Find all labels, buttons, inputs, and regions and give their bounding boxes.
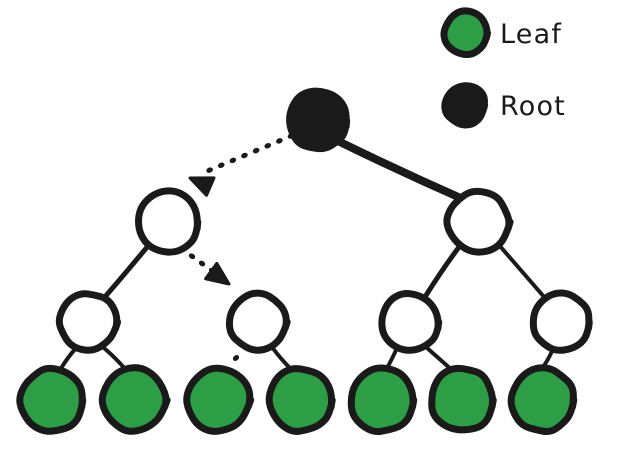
tree-node-internal[interactable]	[443, 187, 514, 256]
tree-nodes-layer	[16, 87, 593, 436]
tree-node-internal[interactable]	[55, 290, 122, 354]
dotted-segment	[252, 147, 260, 154]
arrow-root-to-left	[188, 133, 295, 197]
legend-item-leaf: Leaf	[440, 7, 562, 59]
dotted-segment	[264, 143, 272, 149]
tree-edge	[58, 346, 78, 372]
dotted-segment	[276, 138, 283, 144]
legend-label-leaf: Leaf	[500, 19, 562, 50]
tree-edge	[497, 243, 547, 300]
tree-node-leaf[interactable]	[428, 364, 497, 434]
tree-edge	[336, 138, 469, 204]
dotted-segment	[188, 253, 196, 260]
legend-label-root: Root	[500, 91, 566, 122]
tree-node-internal[interactable]	[225, 289, 291, 354]
legend-item-root: Root	[441, 82, 566, 129]
tree-node-leaf[interactable]	[507, 364, 578, 436]
dotted-segment	[206, 167, 213, 173]
tree-node-leaf[interactable]	[265, 365, 336, 435]
tree-node-leaf[interactable]	[16, 364, 87, 435]
tree-edge	[101, 243, 151, 301]
dotted-segment	[229, 157, 237, 164]
legend-swatch-root-icon	[441, 82, 489, 129]
tree-node-internal[interactable]	[378, 290, 443, 354]
tree-node-internal[interactable]	[135, 187, 202, 256]
dotted-segment	[232, 355, 240, 361]
dotted-segment	[198, 260, 206, 267]
tree-node-leaf[interactable]	[347, 364, 418, 436]
dotted-segment	[241, 152, 248, 159]
legend-swatch-leaf-icon	[440, 7, 492, 59]
tree-edges-layer	[58, 138, 555, 372]
tree-node-leaf[interactable]	[98, 364, 171, 435]
arrow-left-to-lr	[178, 246, 231, 286]
tree-node-leaf[interactable]	[183, 364, 255, 435]
tree-edge	[424, 345, 454, 372]
dotted-segment	[217, 162, 225, 168]
arrowhead-icon	[188, 176, 216, 197]
tree-node-root[interactable]	[286, 87, 351, 153]
tree-node-internal[interactable]	[529, 289, 593, 354]
tree-edge	[422, 244, 462, 300]
arrowhead-icon	[204, 261, 231, 286]
